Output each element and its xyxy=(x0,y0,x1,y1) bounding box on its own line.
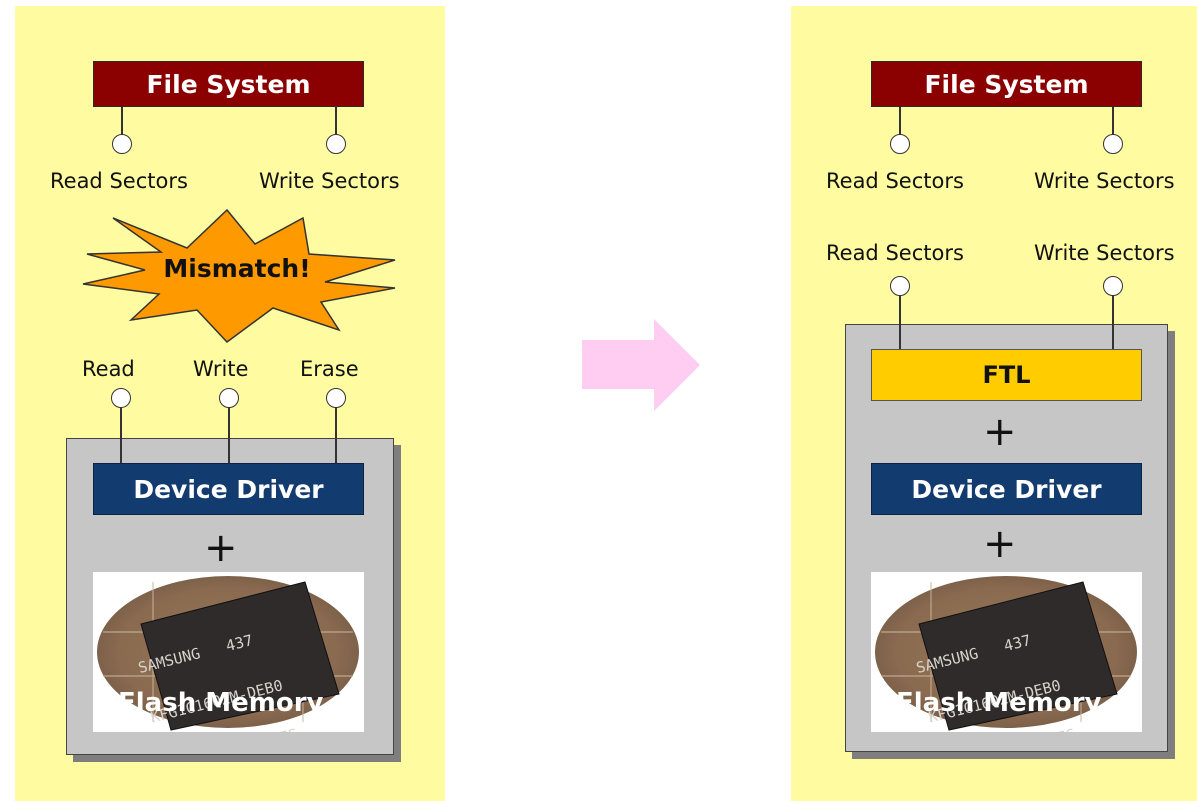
left-plus: + xyxy=(204,525,238,571)
left-driver-write-label: Write xyxy=(193,357,249,381)
right-chip-line3: ES xyxy=(939,725,1078,732)
left-driver-write-connector xyxy=(228,407,230,463)
right-fs-write-connector xyxy=(1112,107,1114,135)
left-flash-memory-image: SAMSUNG 437 KFG1G16Q2M-DEB0 ES Flash Mem… xyxy=(93,572,364,732)
mismatch-burst xyxy=(82,208,396,343)
right-fs-read-connector xyxy=(899,107,901,135)
left-driver-read-connector xyxy=(120,407,122,463)
right-fs-read-port xyxy=(890,134,910,154)
left-driver-erase-port xyxy=(326,388,346,408)
left-fs-read-connector xyxy=(121,107,123,135)
right-fs-write-label: Write Sectors xyxy=(1034,169,1175,193)
left-driver-read-label: Read xyxy=(82,357,135,381)
right-chip-line1: SAMSUNG 437 xyxy=(914,631,1033,677)
right-ftl-write-label: Write Sectors xyxy=(1034,241,1175,265)
right-ftl-write-port xyxy=(1103,276,1123,296)
right-flash-memory-label: Flash Memory xyxy=(896,688,1102,718)
left-driver-erase-label: Erase xyxy=(300,357,359,381)
right-ftl-read-port xyxy=(890,276,910,296)
right-file-system-box: File System xyxy=(871,61,1142,107)
left-file-system-box: File System xyxy=(93,61,364,107)
right-ftl-write-connector xyxy=(1112,295,1114,350)
right-ftl-box: FTL xyxy=(871,349,1142,401)
right-plus-lower: + xyxy=(983,521,1017,567)
transition-arrow xyxy=(582,319,700,411)
left-driver-write-port xyxy=(219,388,239,408)
left-chip-line1: SAMSUNG 437 xyxy=(136,631,255,677)
left-driver-read-port xyxy=(111,388,131,408)
left-fs-write-label: Write Sectors xyxy=(259,169,400,193)
mismatch-label: Mismatch! xyxy=(163,254,311,283)
left-device-driver-box: Device Driver xyxy=(93,463,364,515)
right-ftl-read-connector xyxy=(899,295,901,350)
left-fs-read-label: Read Sectors xyxy=(50,169,188,193)
left-driver-erase-connector xyxy=(335,407,337,463)
right-ftl-read-label: Read Sectors xyxy=(826,241,964,265)
right-flash-memory-image: SAMSUNG 437 KFG1G16Q2M-DEB0 ES Flash Mem… xyxy=(871,572,1142,732)
left-fs-write-connector xyxy=(335,107,337,135)
right-fs-write-port xyxy=(1103,134,1123,154)
left-chip-line3: ES xyxy=(161,725,300,732)
left-flash-memory-label: Flash Memory xyxy=(118,688,324,718)
right-fs-read-label: Read Sectors xyxy=(826,169,964,193)
right-plus-upper: + xyxy=(983,409,1017,455)
left-fs-write-port xyxy=(326,134,346,154)
right-device-driver-box: Device Driver xyxy=(871,463,1142,515)
left-fs-read-port xyxy=(112,134,132,154)
